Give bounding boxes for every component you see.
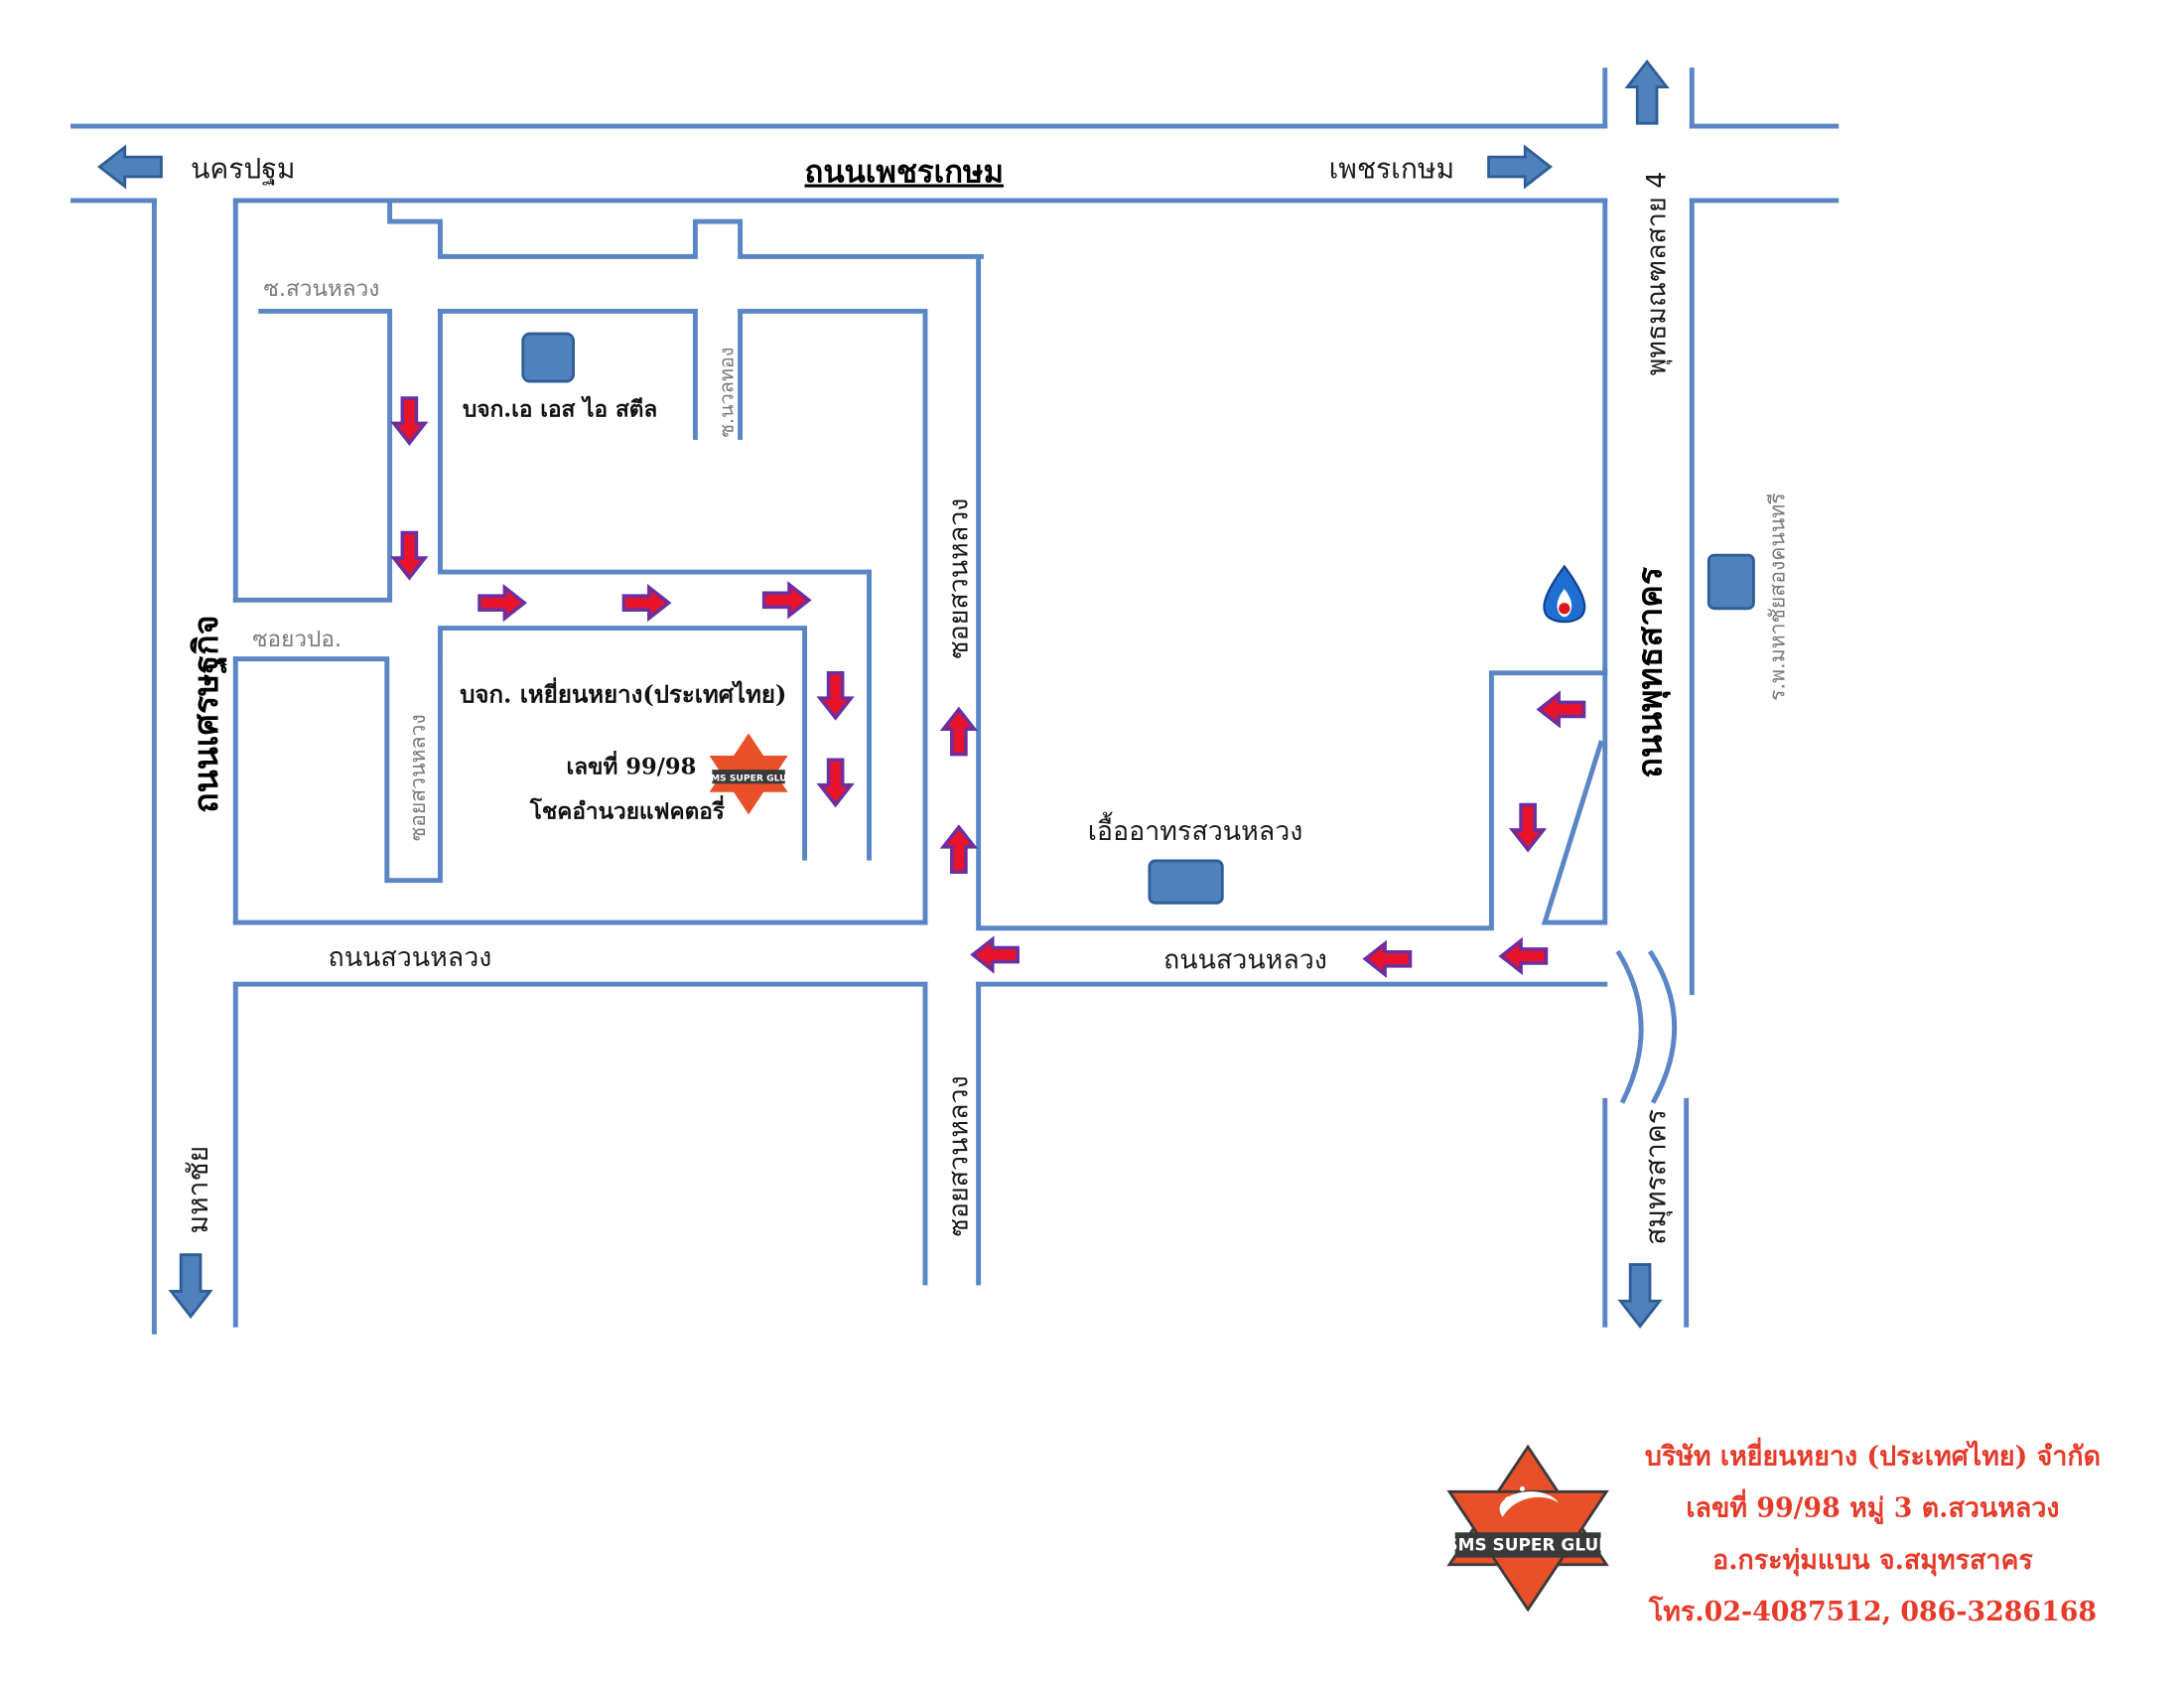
building-icon (521, 332, 575, 383)
arrow-up-icon (941, 707, 977, 757)
arrow-left-icon (97, 145, 163, 189)
footer-company-name: บริษัท เหยี่ยนหยาง (ประเทศไทย) จำกัด (1645, 1436, 2101, 1472)
arrow-left-icon (1363, 941, 1413, 977)
label-nakhon-pathom: นครปฐม (191, 152, 295, 185)
sms-logo-small: SMS SUPER GLUE (704, 733, 793, 815)
label-as-steel: บจก.เอ เอส ไอ สตีล (463, 394, 657, 422)
arrow-down-icon (1510, 802, 1546, 852)
logo-text: SMS SUPER GLUE (1445, 1535, 1609, 1555)
arrow-left-icon (971, 937, 1020, 972)
label-company-number: เลขที่ 99/98 (567, 750, 697, 779)
label-soi-nuan-thong: ซ.นวลทอง (716, 348, 739, 438)
label-suan-luang-road-west: ถนนสวนหลวง (328, 942, 491, 973)
building-icon (1148, 859, 1224, 905)
label-market: เอื้ออาทรสวนหลวง (1088, 812, 1303, 847)
arrow-down-icon (1618, 1263, 1662, 1329)
label-soi-suan-luang-bottom: ซอยสวนหลวง (943, 1075, 974, 1236)
arrow-right-icon (478, 585, 526, 621)
arrow-right-icon (1487, 145, 1553, 189)
arrow-left-icon (1499, 938, 1549, 974)
label-samut-sakhon: สมุทรสาคร (1639, 1109, 1673, 1245)
label-company-name: บจก. เหยี่ยนหยาง(ประเทศไทย) (460, 676, 786, 708)
logo-text-small: SMS SUPER GLUE (704, 773, 792, 783)
arrow-left-icon (1537, 692, 1586, 727)
label-suan-luang-road-east: ถนนสวนหลวง (1163, 945, 1327, 976)
road-network (70, 68, 1840, 1335)
arrow-up-icon (1625, 60, 1669, 125)
sms-logo: SMS SUPER GLUE (1445, 1444, 1610, 1613)
label-phutthamonthon-4: พุทธมณฑลสาย 4 (1641, 172, 1672, 376)
label-phutthasakhon-road: ถนนพุทธสาคร (1630, 567, 1671, 778)
label-soi-suan-luang-top: ซ.สวนหลวง (264, 276, 380, 302)
label-hospital: ร.พ.มหาชัยสองคนนทรี (1765, 492, 1790, 701)
gas-station-icon (1543, 564, 1586, 624)
label-soi-suan-luang-mid: ซอยสวนหลวง (943, 498, 974, 659)
label-soi-yuapo: ซอยวปอ. (252, 627, 341, 652)
arrow-right-icon (761, 583, 811, 618)
building-icon (1706, 553, 1755, 611)
arrow-down-icon (818, 670, 853, 720)
arrow-down-icon (392, 530, 427, 580)
label-phetkasem-road: ถนนเพชรเกษม (805, 155, 1004, 191)
label-soi-suan-luang-small: ซอยสวนหลวง (405, 714, 430, 841)
arrow-right-icon (621, 585, 671, 621)
label-factory-area: โชคอำนวยแฟคตอรี่ (529, 795, 726, 825)
label-phetkasem-east: เพชรเกษม (1329, 152, 1455, 185)
footer-address-line2: อ.กระทุ่มแบน จ.สมุทรสาคร (1712, 1545, 2033, 1577)
footer-phone: โทร.02-4087512, 086-3286168 (1648, 1596, 2097, 1627)
footer-address-line1: เลขที่ 99/98 หมู่ 3 ต.สวนหลวง (1686, 1488, 2059, 1525)
arrow-up-icon (941, 825, 977, 875)
arrow-down-icon (818, 758, 853, 807)
arrow-down-icon (169, 1253, 212, 1319)
arrow-down-icon (392, 396, 427, 445)
label-setthakit-road: ถนนเศรษฐกิจ (187, 615, 228, 812)
label-mahachai: มหาชัย (182, 1146, 214, 1234)
